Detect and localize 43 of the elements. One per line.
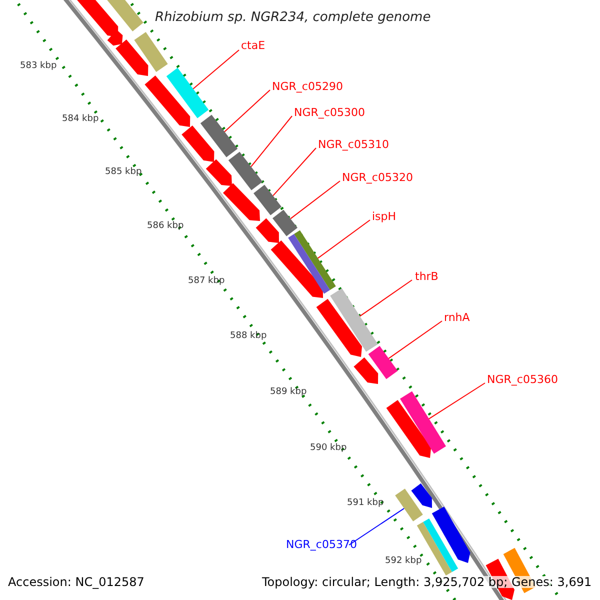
leader-line: [388, 320, 442, 359]
leader-line: [250, 116, 292, 168]
gene-label: NGR_c05360: [487, 374, 558, 385]
gene-bar: [200, 114, 238, 158]
gene-label: thrB: [415, 271, 438, 282]
scale-label: 591 kbp: [347, 499, 384, 508]
leader-line: [192, 50, 240, 90]
leader-line: [317, 220, 370, 259]
scale-label: 590 kbp: [310, 444, 347, 453]
scale-label: 583 kbp: [20, 62, 57, 71]
scale-label: 585 kbp: [105, 168, 142, 177]
gene-bar: [166, 68, 209, 118]
scale-label: 587 kbp: [188, 277, 225, 286]
leader-line: [359, 280, 412, 317]
accession-text: Accession: NC_012587: [8, 576, 144, 588]
gene-bar: [228, 152, 263, 190]
title: Rhizobium sp. NGR234, complete genome: [155, 11, 431, 24]
gene-label: ctaE: [241, 40, 266, 51]
scale-label: 588 kbp: [230, 332, 267, 341]
leader-line: [290, 180, 340, 220]
scale-label: 589 kbp: [270, 388, 307, 397]
gene-bar: [330, 288, 378, 352]
gene-bar: [288, 230, 336, 294]
gene-bar: [368, 346, 398, 380]
gene-bar: [272, 210, 298, 236]
gene-label: rnhA: [444, 312, 470, 323]
genome-summary-text: Topology: circular; Length: 3,925,702 bp; Genes: 3,691: [262, 576, 592, 588]
gene-label: NGR_c05320: [342, 172, 413, 183]
leader-line: [224, 90, 270, 132]
gene-bar: [400, 391, 446, 454]
scale-label: 586 kbp: [147, 222, 184, 231]
leader-line: [428, 382, 486, 420]
gene-label: NGR_c05310: [318, 139, 389, 150]
scale-label: 592 kbp: [385, 557, 422, 566]
leader-line: [348, 508, 405, 546]
gene-label: NGR_c05370: [286, 539, 357, 550]
gene-bar: [395, 488, 423, 522]
scale-label: 584 kbp: [62, 115, 99, 124]
leader-line: [272, 148, 316, 196]
gene-label: NGR_c05290: [272, 81, 343, 92]
gene-label: NGR_c05300: [294, 107, 365, 118]
gene-label: ispH: [372, 211, 396, 222]
gene-bar: [254, 184, 282, 216]
